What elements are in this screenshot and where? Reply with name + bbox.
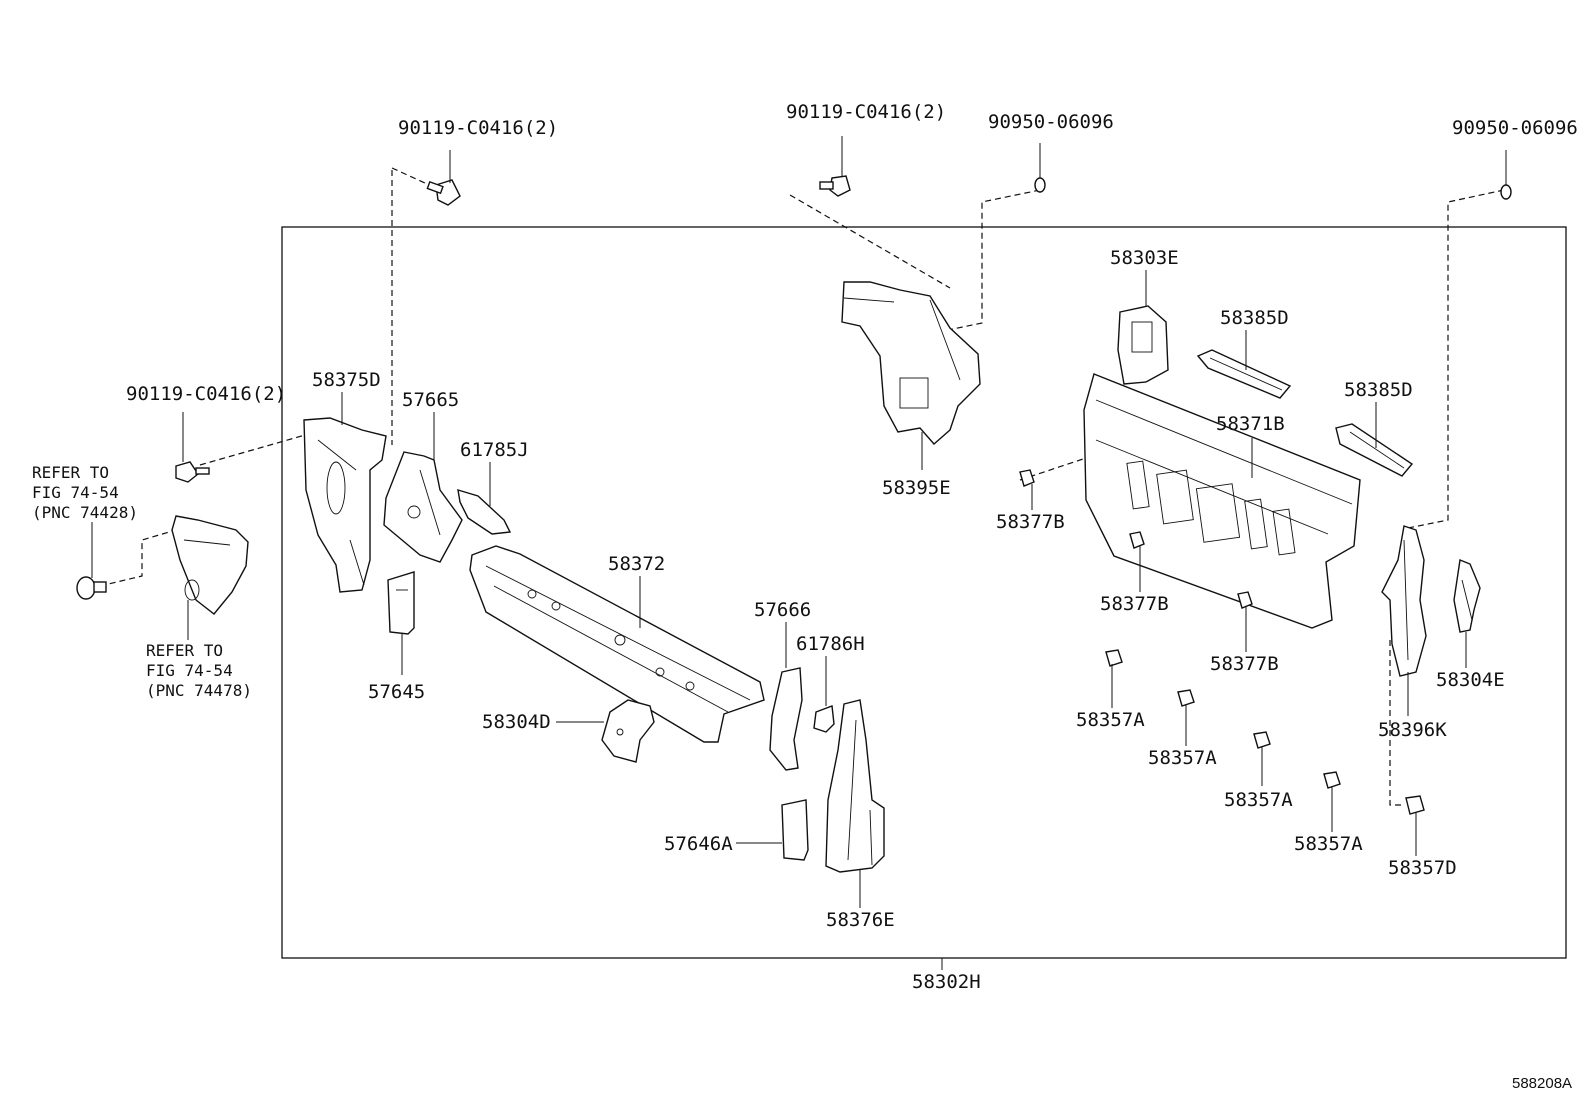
label-58304D: 58304D: [482, 711, 551, 733]
push-clip-icon: [76, 522, 107, 600]
part-58376E: [825, 699, 885, 908]
part-58375D: [303, 392, 387, 593]
figure-id: 588208A: [1512, 1075, 1572, 1092]
label-58385D-upper: 58385D: [1220, 307, 1289, 329]
refer-note-1: REFER TO FIG 74-54 (PNC 74428): [32, 463, 138, 522]
part-58357A: [1105, 649, 1123, 708]
label-58357A-1: 58357A: [1076, 709, 1145, 731]
label-58357A-2: 58357A: [1148, 747, 1217, 769]
label-58376E: 58376E: [826, 909, 895, 931]
bolt-icon: [426, 150, 461, 206]
part-58357A: [1177, 689, 1195, 746]
label-57666: 57666: [754, 599, 811, 621]
label-bolt-left: 90119-C0416(2): [126, 383, 286, 405]
label-58395E: 58395E: [882, 477, 951, 499]
label-57646A: 57646A: [664, 833, 733, 855]
svg-text:FIG 74-54: FIG 74-54: [146, 661, 233, 680]
part-58377B: [1129, 531, 1145, 592]
part-58372: [469, 545, 765, 743]
part-61786H: [813, 656, 835, 733]
part-58357D: [1405, 795, 1425, 856]
svg-text:(PNC 74478): (PNC 74478): [146, 681, 252, 700]
label-clip-top-right: 90950-06096: [1452, 117, 1578, 139]
part-57665: [383, 412, 463, 563]
refer-note-2: REFER TO FIG 74-54 (PNC 74478): [146, 641, 252, 700]
label-57665: 57665: [402, 389, 459, 411]
label-58371B: 58371B: [1216, 413, 1285, 435]
label-58372: 58372: [608, 553, 665, 575]
part-61785J: [457, 462, 512, 535]
part-58357A: [1253, 731, 1271, 786]
part-58303E: [1117, 270, 1169, 385]
label-assembly: 58302H: [912, 971, 981, 993]
label-58303E: 58303E: [1110, 247, 1179, 269]
bolt-icon: [819, 136, 851, 197]
label-58377B-1: 58377B: [996, 511, 1065, 533]
svg-text:REFER TO: REFER TO: [32, 463, 109, 482]
svg-text:(PNC 74428): (PNC 74428): [32, 503, 138, 522]
label-61785J: 61785J: [460, 439, 529, 461]
label-58357A-3: 58357A: [1224, 789, 1293, 811]
assembly-frame: [281, 226, 1567, 959]
part-58385D-lower: [1335, 402, 1414, 477]
part-labels: 90119-C0416(2) 90119-C0416(2) 90119-C041…: [126, 101, 1578, 993]
part-58304D: [556, 699, 655, 763]
part-57645: [387, 571, 415, 675]
label-58377B-3: 58377B: [1210, 653, 1279, 675]
part-58371B: [1083, 373, 1361, 629]
bolt-icon: [175, 412, 210, 483]
part-58304E: [1453, 559, 1481, 668]
part-58385D-upper: [1196, 330, 1292, 399]
label-bolt-top-center: 90119-C0416(2): [786, 101, 946, 123]
part-58377B: [1237, 591, 1253, 652]
label-clip-top-center: 90950-06096: [988, 111, 1114, 133]
label-57645: 57645: [368, 681, 425, 703]
part-58377B: [1019, 469, 1035, 510]
label-58375D: 58375D: [312, 369, 381, 391]
part-57646A: [736, 799, 809, 861]
label-58357D: 58357D: [1388, 857, 1457, 879]
label-58357A-4: 58357A: [1294, 833, 1363, 855]
label-58396K: 58396K: [1378, 719, 1447, 741]
label-61786H: 61786H: [796, 633, 865, 655]
svg-text:FIG 74-54: FIG 74-54: [32, 483, 119, 502]
label-58385D-lower: 58385D: [1344, 379, 1413, 401]
part-58395E: [841, 281, 981, 470]
label-58304E: 58304E: [1436, 669, 1505, 691]
part-58396K: [1381, 525, 1427, 716]
label-bolt-top-left: 90119-C0416(2): [398, 117, 558, 139]
part-57666: [769, 622, 803, 771]
label-58377B-2: 58377B: [1100, 593, 1169, 615]
bracket-refer-part: [171, 515, 249, 640]
clip-icon: [1034, 143, 1046, 193]
svg-text:REFER TO: REFER TO: [146, 641, 223, 660]
part-58357A: [1323, 771, 1341, 832]
clip-icon: [1500, 150, 1512, 200]
